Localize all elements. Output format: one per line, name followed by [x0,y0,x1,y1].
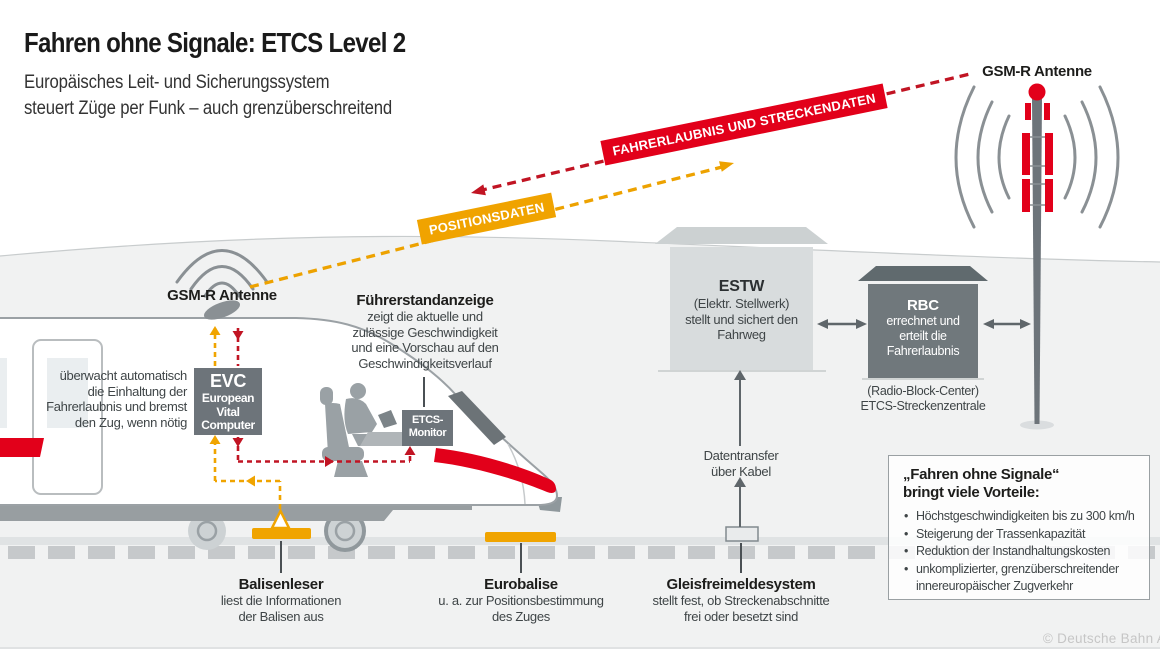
page-title: Fahren ohne Signale: ETCS Level 2 [24,27,406,58]
balisenleser-title: Balisenleser [238,576,324,593]
evc-subtitle: European Vital Computer [201,391,255,432]
estw-building-icon [655,227,828,372]
comm-line-red [471,72,971,196]
balise-triangle-icon [269,508,292,530]
train-antenna-label: GSM-R Antenne [167,287,277,304]
estw-label: ESTW (Elektr. Stellwerk) stellt und sich… [668,278,815,343]
etcs-monitor-box: ETCS- Monitor [402,410,453,446]
estw-title: ESTW [718,278,765,295]
fuehrerstandanzeige-description: zeigt die aktuelle und zulässige Geschwi… [351,309,499,371]
track-sensor-box [725,526,759,542]
train-red-stripe [0,438,44,457]
benefits-title: „Fahren ohne Signale“ bringt viele Vorte… [903,466,1060,501]
train-window [0,358,7,428]
gleisfreimeldesystem-description: stellt fest, ob Streckenabschnitte frei … [652,593,830,624]
evc-title: EVC [209,371,247,391]
rbc-description: errechnet und erteilt die Fahrerlaubnis [886,314,960,358]
train-radio-waves-icon [175,249,269,298]
fuehrerstandanzeige-title: Führerstandanzeige [356,292,494,309]
gleisfreimeldesystem-label: Gleisfreimeldesystem stellt fest, ob Str… [614,576,868,624]
eurobalise-title: Eurobalise [484,576,558,593]
datentransfer-label: Datentransfer über Kabel [703,448,779,479]
double-arrow-estw-rbc [817,319,867,329]
routing-red-arrowheads [232,331,416,467]
train-wheel [188,510,366,552]
eurobalise-description: u. a. zur Positionsbestimmung des Zuges [438,593,604,624]
mast-antenna-label: GSM-R Antenne [982,63,1092,80]
arrowhead-red [471,184,486,196]
train-antenna-icon [203,300,241,320]
eurobalise-label: Eurobalise u. a. zur Positionsbestimmung… [404,576,638,624]
rbc-title: RBC [907,297,939,314]
page-subtitle: Europäisches Leit- und Sicherungssystem … [24,72,392,119]
benefit-item: Reduktion der Instandhaltungskosten [903,543,1135,561]
radio-waves-icon [954,85,1120,229]
datentransfer-arrows [734,370,746,527]
arrowhead-orange [719,161,734,172]
routing-orange-arrowheads [209,326,255,487]
balisenleser-label: Balisenleser liest die Informationen der… [181,576,381,624]
balisenleser-description: liest die Informationen der Balisen aus [220,593,342,624]
estw-description: (Elektr. Stellwerk) stellt und sichert d… [685,296,798,342]
nose-red-swoosh [434,448,556,493]
radio-mast-icon [1020,83,1054,430]
benefits-box: „Fahren ohne Signale“ bringt viele Vorte… [888,455,1150,600]
evc-box: EVC European Vital Computer [194,368,262,435]
rbc-label: RBC errechnet und erteilt die Fahrerlaub… [866,297,980,359]
double-arrow-rbc-mast [983,319,1031,329]
benefit-item: Steigerung der Trassenkapazität [903,526,1135,544]
label-connectors [280,377,742,573]
benefits-list: Höchstgeschwindigkeiten bis zu 300 km/hS… [903,508,1135,596]
balisenleser-bar [252,528,311,539]
gleisfreimeldesystem-title: Gleisfreimeldesystem [666,576,816,593]
eurobalise-bar [485,532,556,542]
door-window [47,358,88,428]
benefit-item: Höchstgeschwindigkeiten bis zu 300 km/h [903,508,1135,526]
rbc-caption: (Radio-Block-Center) ETCS-Streckenzentra… [860,384,986,413]
copyright: © Deutsche Bahn A [1042,631,1160,646]
evc-description: überwacht automatisch die Einhaltung der… [46,368,187,430]
fuehrerstandanzeige-label: Führerstandanzeige zeigt die aktuelle un… [320,292,530,371]
rbc-building-icon [858,266,988,380]
laptop-icon [378,410,397,428]
benefit-item: unkomplizierter, grenzüberschreitender i… [903,561,1135,596]
windshield [448,391,506,445]
